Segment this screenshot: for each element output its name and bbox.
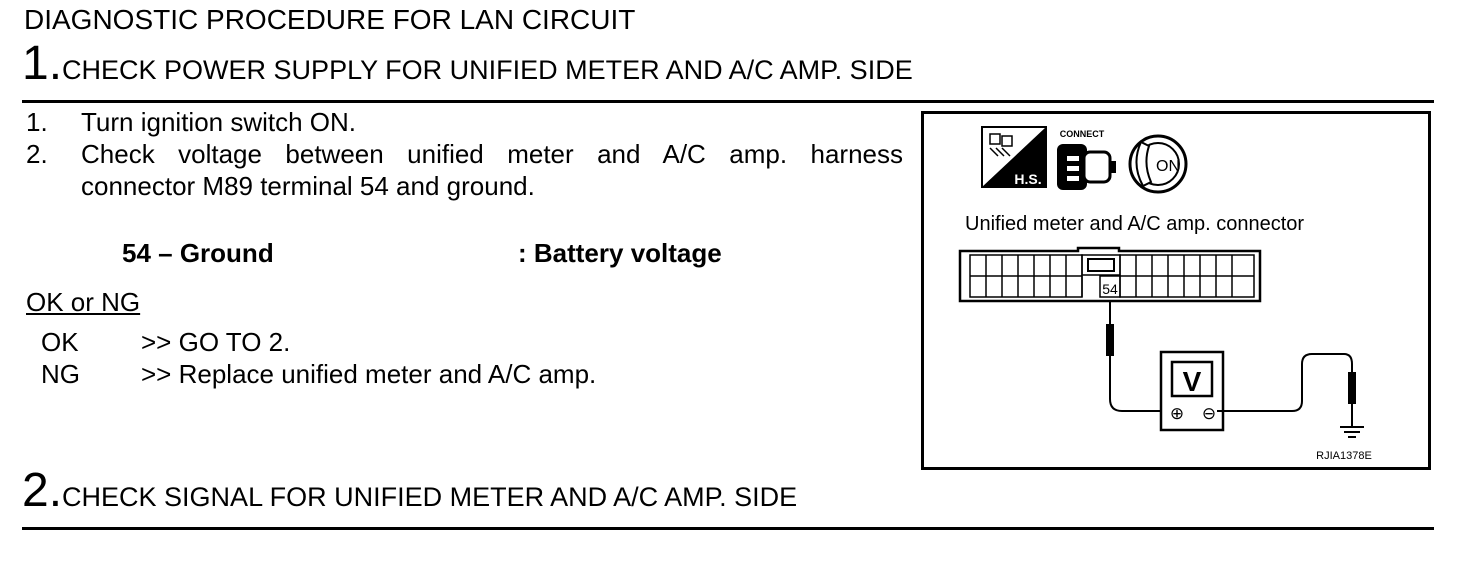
step-1-divider <box>22 100 1434 103</box>
hs-label: H.S. <box>1014 171 1041 187</box>
result-ng-action: >> Replace unified meter and A/C amp. <box>141 359 597 389</box>
ignition-key-on-icon: ON <box>1128 134 1188 194</box>
positive-probe <box>1106 300 1177 412</box>
plus-terminal: ⊕ <box>1170 404 1184 424</box>
item-1-text: Turn ignition switch ON. <box>81 107 357 137</box>
harness-side-icon: H.S. <box>981 126 1047 188</box>
on-label: ON <box>1156 158 1180 175</box>
result-ok-status: OK <box>41 327 79 357</box>
voltmeter: V ⊕ ⊖ <box>1159 350 1225 432</box>
connector <box>958 246 1262 303</box>
result-ng-status: NG <box>41 359 80 389</box>
step-2-heading: CHECK SIGNAL FOR UNIFIED METER AND A/C A… <box>62 482 798 512</box>
connector-label: Unified meter and A/C amp. connector <box>965 213 1304 235</box>
step-1-header: 1.CHECK POWER SUPPLY FOR UNIFIED METER A… <box>22 40 913 99</box>
connect-icon: CONNECT <box>1057 129 1116 190</box>
spec-value: : Battery voltage <box>518 238 722 268</box>
ground-symbol-icon <box>1340 426 1364 438</box>
document-title: DIAGNOSTIC PROCEDURE FOR LAN CIRCUIT <box>24 4 636 35</box>
step-2-number: 2. <box>22 464 63 517</box>
figure-code: RJIA1378E <box>1316 450 1372 462</box>
step-1-number: 1. <box>22 37 63 90</box>
step-2-divider <box>22 527 1434 530</box>
minus-terminal: ⊖ <box>1202 404 1216 424</box>
step-1-heading: CHECK POWER SUPPLY FOR UNIFIED METER AND… <box>62 55 913 85</box>
item-2-text-line2: connector M89 terminal 54 and ground. <box>81 171 535 201</box>
meter-label: V <box>1183 366 1202 397</box>
ground-probe <box>1217 353 1356 426</box>
spec-label: 54 – Ground <box>122 238 274 268</box>
terminal-label: 54 <box>1102 281 1118 297</box>
step-2-header: 2.CHECK SIGNAL FOR UNIFIED METER AND A/C… <box>22 467 797 526</box>
wiring-figure: H.S. CONNECT ON Unified meter and A/C am… <box>921 111 1431 470</box>
item-1-number: 1. <box>26 107 48 137</box>
result-heading: OK or NG <box>26 287 141 317</box>
connect-label: CONNECT <box>1060 129 1105 139</box>
item-2-number: 2. <box>26 139 48 169</box>
item-2-text-line1: Check voltage between unified meter and … <box>81 139 903 169</box>
result-ok-action: >> GO TO 2. <box>141 327 291 357</box>
